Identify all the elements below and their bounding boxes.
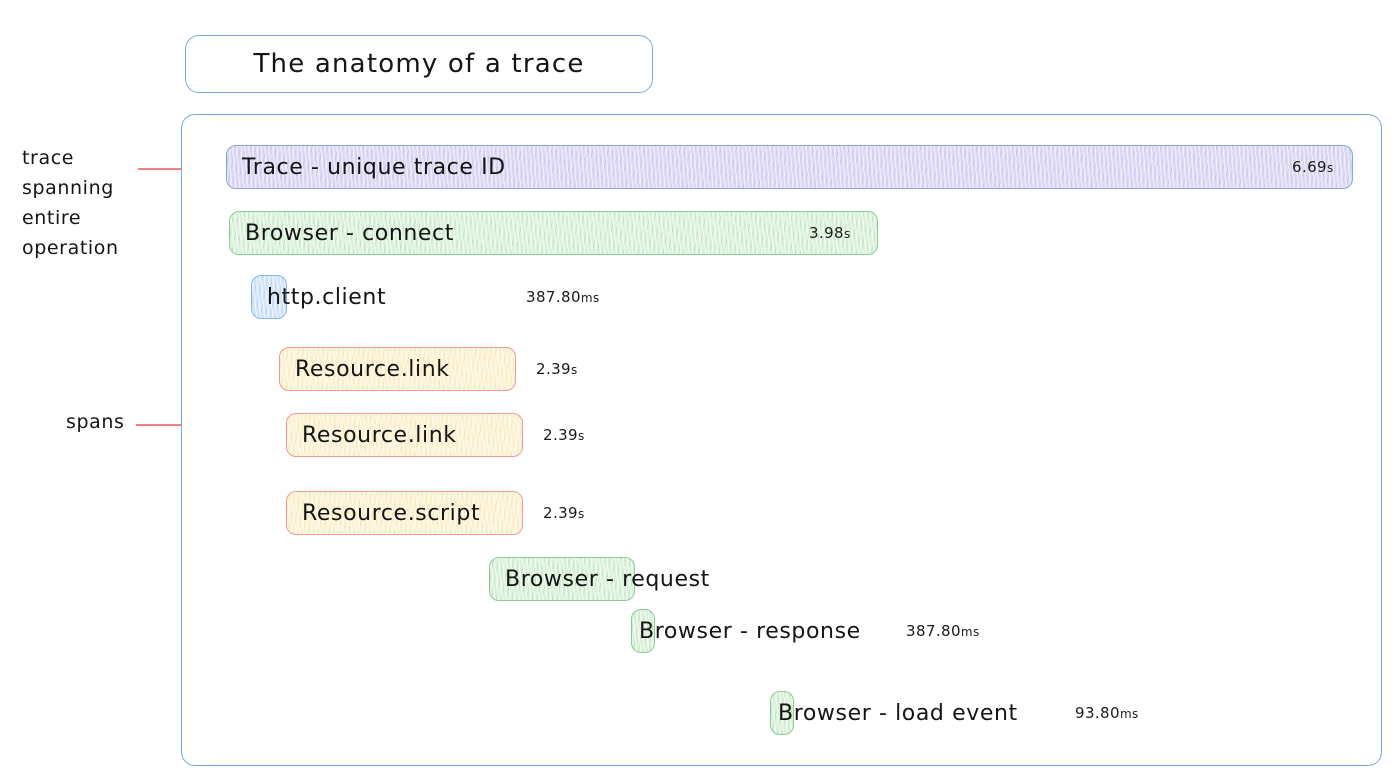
span-duration-browser-load-event: 93.80ms xyxy=(1075,704,1139,722)
span-duration-unit-resource-link-1: s xyxy=(571,363,578,377)
span-bar-resource-link-2[interactable] xyxy=(286,413,523,457)
span-bar-http-client[interactable] xyxy=(251,275,287,319)
span-label-browser-response: Browser - response xyxy=(639,618,861,644)
span-duration-value-resource-script: 2.39 xyxy=(543,504,578,522)
span-duration-unit-browser-response: ms xyxy=(960,625,980,639)
annotation-trace-label: trace spanning entire operation xyxy=(22,147,119,259)
span-duration-value-browser-load-event: 93.80 xyxy=(1075,704,1120,722)
span-bar-trace-root[interactable] xyxy=(226,145,1353,189)
span-duration-value-browser-connect: 3.98 xyxy=(809,224,844,242)
span-bar-browser-response[interactable] xyxy=(631,609,655,653)
span-duration-unit-http-client: ms xyxy=(580,291,600,305)
annotation-spans-leader-line xyxy=(136,424,210,426)
span-duration-http-client: 387.80ms xyxy=(526,288,600,306)
span-duration-value-trace-root: 6.69 xyxy=(1292,158,1327,176)
span-row-browser-response[interactable]: Browser - response 387.80ms xyxy=(631,609,979,653)
annotation-trace-leader-line xyxy=(138,168,200,170)
annotation-spans-label: spans xyxy=(66,411,125,433)
span-bar-browser-request[interactable] xyxy=(489,557,635,601)
span-row-browser-request[interactable]: Browser - request xyxy=(489,557,710,601)
span-bar-browser-load-event[interactable] xyxy=(770,691,794,735)
span-duration-resource-script: 2.39s xyxy=(543,504,585,522)
span-bar-resource-link-1[interactable] xyxy=(279,347,516,391)
span-label-browser-load-event: Browser - load event xyxy=(778,700,1018,726)
span-duration-trace-root: 6.69s xyxy=(1292,158,1334,176)
span-duration-resource-link-1: 2.39s xyxy=(536,360,578,378)
span-duration-unit-resource-link-2: s xyxy=(578,429,585,443)
page-title: The anatomy of a trace xyxy=(253,49,585,79)
span-duration-value-http-client: 387.80 xyxy=(526,288,581,306)
span-duration-value-resource-link-2: 2.39 xyxy=(543,426,578,444)
span-duration-unit-browser-load-event: ms xyxy=(1119,707,1139,721)
span-duration-browser-connect: 3.98s xyxy=(809,224,851,242)
span-duration-unit-trace-root: s xyxy=(1327,161,1334,175)
diagram-title-box: The anatomy of a trace xyxy=(185,35,653,93)
span-bar-resource-script[interactable] xyxy=(286,491,523,535)
span-duration-browser-response: 387.80ms xyxy=(906,622,980,640)
span-duration-value-browser-response: 387.80 xyxy=(906,622,961,640)
span-duration-resource-link-2: 2.39s xyxy=(543,426,585,444)
span-duration-unit-resource-script: s xyxy=(578,507,585,521)
span-bar-browser-connect[interactable] xyxy=(229,211,878,255)
span-duration-unit-browser-connect: s xyxy=(844,227,851,241)
span-row-browser-load-event[interactable]: Browser - load event 93.80ms xyxy=(770,691,1138,735)
span-duration-value-resource-link-1: 2.39 xyxy=(536,360,571,378)
